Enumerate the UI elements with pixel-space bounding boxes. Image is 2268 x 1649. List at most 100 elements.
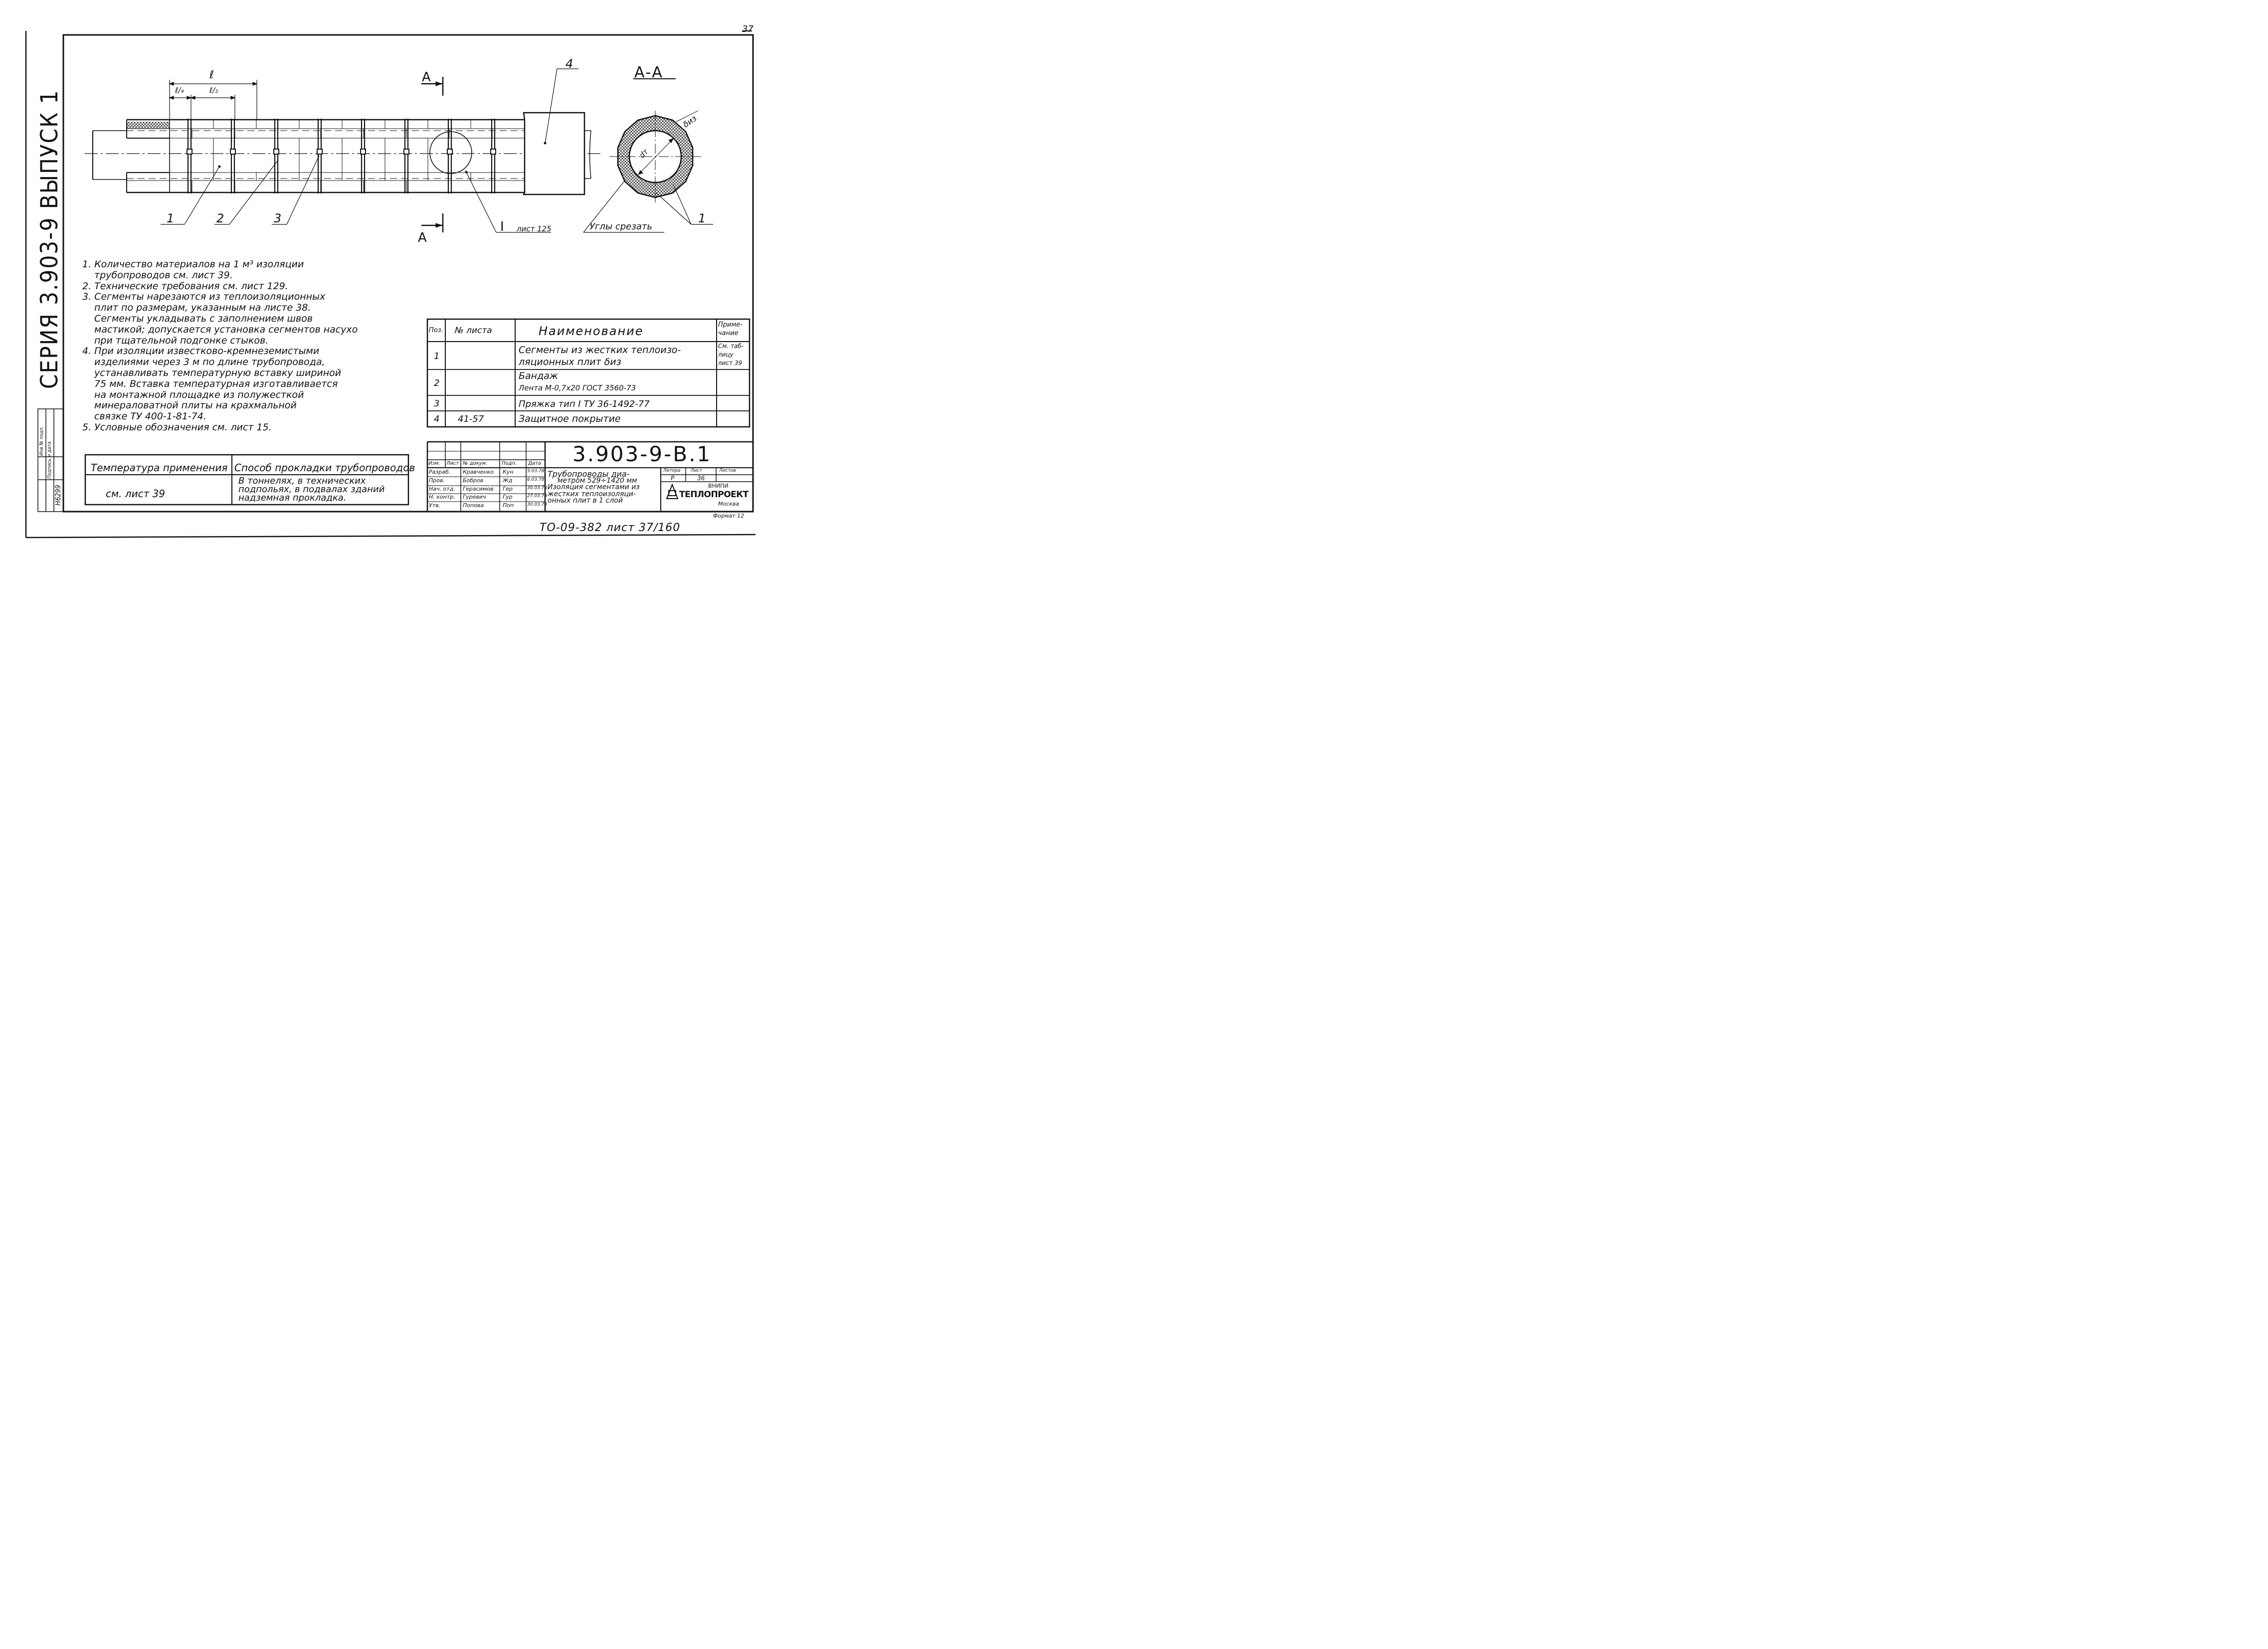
document-designation: 3.903-9-В.1 (572, 442, 712, 466)
tb-person-name: Кравченко (463, 469, 494, 475)
spec-row-4-pos: 4 (434, 414, 440, 424)
tb-org-top: ВНИПИ (708, 483, 729, 489)
temp-method-line-2: подпольях, в подвалах зданий (238, 484, 385, 495)
tb-role: Разраб. (429, 469, 451, 475)
note-line: устанавливать температурную вставку шири… (94, 367, 342, 378)
spec-header-note: Приме- чание (718, 321, 743, 338)
side-series-title: СЕРИЯ 3.903-9 ВЫПУСК 1 (36, 89, 63, 389)
spec-row-4-name: Защитное покрытие (519, 413, 621, 424)
tb-sheet-value: 36 (697, 475, 705, 482)
position-label-2: 2 (216, 211, 224, 225)
note-line: Сегменты укладывать с заполнением швов (94, 313, 313, 324)
spec-row-2-name-line-1: Бандаж (519, 370, 558, 381)
side-stamp-inv-number: Н6299 (54, 485, 62, 506)
spec-row-1-note-line-2: лицу (718, 351, 734, 358)
tb-format: Формат 12 (713, 513, 745, 519)
tb-person-name: Гуревич (463, 494, 486, 500)
tb-stage-value: Р (671, 475, 675, 482)
note-line: при тщательной подгонке стыков. (94, 335, 269, 346)
note-line: мастикой; допускается установка сегменто… (94, 324, 358, 335)
spec-row-1-note-line-1: См. таб- (718, 343, 744, 350)
spec-row-3-name: Пряжка тип I ТУ 36-1492-77 (519, 399, 650, 409)
tb-title-line-1: Трубопроводы диа- (548, 469, 630, 479)
page-corner-number: 37 (742, 24, 754, 34)
position-label-1: 1 (167, 211, 175, 225)
tb-signature: Поп (503, 502, 514, 509)
tb-sheets-label: Листов (719, 468, 736, 473)
dim-half-label: ℓ/₂ (209, 86, 218, 95)
tb-title-line-4: жестких теплоизоляци- (548, 490, 636, 498)
tb-title-line-3: Изоляция сегментами из (548, 483, 640, 491)
general-notes: 1. Количество материалов на 1 м³ изоляци… (82, 259, 406, 433)
side-stamp-inv-label: Инв № подл. (39, 426, 44, 456)
note-line: связке ТУ 400-1-81-74. (94, 411, 206, 422)
tb-col-change: Изм. (428, 461, 440, 466)
spec-row-2-pos: 2 (434, 378, 440, 388)
note-line: трубопроводов см. лист 39. (94, 269, 233, 281)
tb-sheet-label: Лист (691, 468, 702, 473)
temp-table-value-method: В тоннелях, в технических подпольях, в п… (238, 477, 385, 503)
note-line: 75 мм. Вставка температурная изготавлива… (94, 378, 338, 389)
spec-header-note-line-2: чание (718, 330, 739, 337)
note-line: 3. Сегменты нарезаются из теплоизоляцион… (82, 291, 326, 303)
section-a-a (583, 78, 713, 233)
spec-row-1-pos: 1 (434, 351, 440, 362)
tb-role: Пров. (429, 477, 445, 484)
spec-header-pos: Поз. (429, 327, 443, 334)
tb-role: Утв. (429, 502, 441, 509)
dim-quarter-label: ℓ/₄ (175, 86, 184, 95)
drawing-sheet (25, 30, 756, 539)
tb-date: 30.03.78 (527, 486, 548, 491)
tb-stage-label: Литера (663, 468, 681, 473)
note-line: изделиями через 3 м по длине трубопровод… (94, 357, 325, 368)
spec-row-1-note: См. таб- лицу лист 39 (718, 342, 744, 367)
temp-table-header-temperature: Температура применения (91, 462, 228, 474)
tb-date: 27.03.78 (527, 494, 548, 499)
section-mark-bottom: A (418, 230, 427, 245)
note-line: 1. Количество материалов на 1 м³ изоляци… (82, 259, 304, 270)
teploproekt-logo-mark (666, 483, 679, 499)
tb-col-sheet: Лист (446, 461, 459, 466)
side-stamp-frame (37, 408, 64, 512)
tb-org-name: ТЕПЛОПРОЕКТ (679, 490, 749, 500)
tb-date: 30.03.78 (527, 502, 548, 507)
spec-row-2-name-line-2: Лента М-0,7х20 ГОСТ 3560-73 (519, 383, 636, 392)
temp-table-value-temperature: см. лист 39 (106, 488, 166, 500)
note-line: минераловатной плиты на крахмальной (94, 400, 297, 411)
position-label-3: 3 (274, 211, 282, 225)
title-block-grid (426, 441, 753, 512)
spec-header-note-line-1: Приме- (718, 321, 743, 329)
note-line: плит по размерам, указанным на листе 38. (94, 302, 311, 314)
tb-date: 5.03.78 (527, 469, 545, 474)
cut-corners-label: Углы срезать (589, 221, 652, 232)
section-title: А-А (634, 64, 663, 81)
tb-signature: Кун (503, 469, 514, 475)
tb-org-city: Москва (718, 501, 740, 507)
position-label-4: 4 (566, 57, 573, 71)
pipe-view (85, 68, 601, 233)
spec-row-1-name-line-2: ляционных плит δиз (519, 357, 621, 367)
tb-role: Нач. отд. (429, 486, 455, 492)
spec-row-4-sheet: 41-57 (458, 414, 484, 424)
tb-person-name: Попова (463, 502, 484, 509)
temp-method-line-3: надземная прокладка. (238, 493, 347, 503)
section-position-label-1: 1 (698, 211, 706, 225)
spec-row-1-note-line-3: лист 39 (718, 360, 743, 366)
note-line: 5. Условные обозначения см. лист 15. (82, 421, 272, 433)
spec-header-sheet: № листа (455, 326, 492, 336)
temp-table-grid (84, 454, 409, 506)
section-mark-top: A (422, 70, 431, 85)
tb-role: Н. контр. (429, 494, 455, 500)
dim-length-label: ℓ (209, 69, 214, 81)
spec-table-grid (426, 318, 751, 428)
tb-person-name: Бобров (463, 477, 484, 484)
tb-signature: Жд (503, 477, 513, 484)
spec-header-name: Наименование (539, 324, 644, 338)
detail-ref-sheet: лист 125 (517, 224, 552, 233)
spec-row-3-pos: 3 (434, 398, 440, 409)
tb-date: 6.03.78 (527, 477, 545, 482)
detail-ref-number: I (500, 219, 504, 234)
spec-row-1-name-line-1: Сегменты из жестких теплоизо- (519, 345, 681, 356)
tb-col-doc: № докум. (463, 461, 488, 466)
spec-row-1-name: Сегменты из жестких теплоизо- ляционных … (519, 344, 681, 368)
